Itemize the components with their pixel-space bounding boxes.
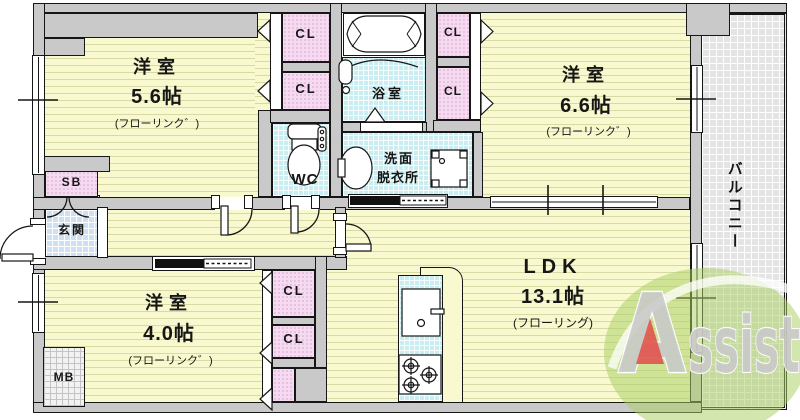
wall-closet-b-south <box>433 120 481 132</box>
closet-label: CL <box>444 25 462 39</box>
wall-closet-a-mid <box>282 62 330 72</box>
wall-balcony-column <box>686 3 730 36</box>
hallway-floor <box>100 207 335 258</box>
room66-name: 洋室 <box>562 65 610 85</box>
washroom-label-2: 脱衣所 <box>376 170 419 185</box>
closet-c-doors <box>262 270 272 402</box>
sliding-door-washroom <box>348 194 448 208</box>
door-arc-entrance <box>0 225 34 260</box>
door-jamb <box>282 195 291 209</box>
wall-top <box>33 3 787 13</box>
door-jamb <box>244 195 253 209</box>
wall-wc-west <box>258 110 272 197</box>
balcony-floor <box>702 13 787 410</box>
bathroom-threshold <box>360 122 423 132</box>
room56-size: 5.6帖 <box>131 86 183 108</box>
ldk-size: 13.1帖 <box>521 286 585 308</box>
wc-label: WC <box>291 171 319 188</box>
door-opening-entrance <box>33 224 45 260</box>
wall-closet-c-mid2 <box>272 358 315 368</box>
washroom-label-1: 洗面 <box>383 151 414 166</box>
wall-wc-north <box>270 110 330 123</box>
window-west-room40 <box>32 273 45 333</box>
room40-name: 洋室 <box>145 293 193 313</box>
kitchen-counter <box>398 275 443 402</box>
room66-size: 6.6帖 <box>560 95 612 117</box>
closet-label: CL <box>283 331 305 346</box>
window-west-room56 <box>32 55 45 175</box>
bathtub-box <box>343 13 425 56</box>
sliding-door-room66-ldk <box>490 196 658 208</box>
ldk-floor-type: (フローリング) <box>513 316 593 330</box>
room40-size: 4.0帖 <box>143 323 195 345</box>
wall-washroom-east <box>473 132 483 197</box>
room56-floor-type: (フローリンク゛) <box>114 118 200 130</box>
closet-b1 <box>437 13 470 57</box>
balcony-label: バルコニー <box>725 161 743 251</box>
closet-label: CL <box>283 283 305 298</box>
door-jamb <box>30 258 46 265</box>
wall-top-thick <box>33 13 258 38</box>
entrance-label: 玄関 <box>57 223 86 237</box>
window-balcony-room66 <box>691 65 703 133</box>
room66-floor-type: (フローリンク゛) <box>546 126 631 138</box>
door-jamb <box>311 195 320 209</box>
door-jamb <box>30 218 46 225</box>
wall-closet-c-mid1 <box>272 317 315 325</box>
wall-closet-c-low <box>295 368 327 402</box>
wall-closet-c-east <box>315 256 327 368</box>
wall-bottom <box>33 402 702 413</box>
closet-c3-strip <box>272 368 295 402</box>
room56-name: 洋室 <box>133 57 181 77</box>
closet-label: CL <box>295 81 317 96</box>
meter-box-label: MB <box>53 370 75 384</box>
closet-a-doors <box>270 13 282 110</box>
meter-box <box>43 347 85 407</box>
wall-vertical-bath-west <box>330 3 342 197</box>
sliding-door-room40 <box>152 256 255 271</box>
door-jamb <box>333 247 347 255</box>
wall-bath-east <box>425 3 437 132</box>
door-opening-ldk <box>336 220 345 250</box>
wall-closet-b-mid <box>437 57 470 67</box>
closet-label: CL <box>295 26 317 41</box>
closet-a1 <box>282 13 330 62</box>
closet-label: CL <box>444 84 462 98</box>
room40-floor-type: (フローリンク゛) <box>128 355 213 367</box>
door-panel <box>1 253 34 262</box>
window-balcony-ldk <box>691 243 703 353</box>
closet-b-doors <box>470 13 481 120</box>
door-jamb <box>211 195 220 209</box>
bathroom-label: 浴室 <box>371 86 404 101</box>
ldk-name: LDK <box>523 256 583 278</box>
door-jamb <box>333 213 347 221</box>
shoe-box-label: SB <box>61 175 83 189</box>
entrance-step <box>97 207 108 258</box>
